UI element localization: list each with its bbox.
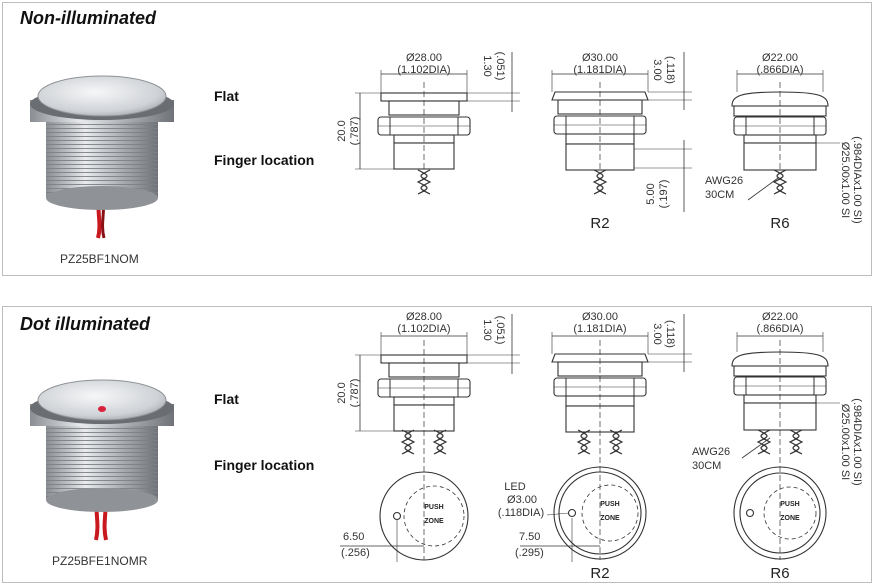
wire-gauge-label: AWG26	[705, 175, 743, 187]
r2-depth-inch: (.197)	[658, 180, 670, 209]
r6-diameter-inch: (.866DIA)	[756, 64, 803, 76]
r2-led-offset-label: 7.50	[519, 531, 540, 543]
row-label-flat-bottom: Flat	[214, 391, 239, 407]
flat-led-offset-label: 6.50	[343, 531, 364, 543]
wire-length-label: 30CM	[705, 189, 734, 201]
drawing-r2-bottom	[520, 314, 692, 562]
drawing-flat-top	[355, 52, 520, 195]
wire-length-label-bottom: 30CM	[692, 460, 721, 472]
drawing-r2-top	[551, 52, 692, 212]
variant-label-r2: R2	[590, 215, 609, 232]
r2-height-inch: (.118)	[664, 56, 676, 84]
r2-diameter-inch-bottom: (1.181DIA)	[573, 323, 626, 335]
flat-push-label: PUSH	[424, 504, 443, 511]
flat-zone-label: ZONE	[424, 518, 444, 525]
r2-diameter-label-bottom: Ø30.00	[582, 311, 618, 323]
section-title-non-illuminated: Non-illuminated	[20, 8, 156, 28]
row-label-finger-location-bottom: Finger location	[214, 457, 315, 473]
r6-diameter-label-bottom: Ø22.00	[762, 311, 798, 323]
product-code-dot-illuminated: PZ25BFE1NOMR	[52, 554, 148, 568]
wire-gauge-label-bottom: AWG26	[692, 446, 730, 458]
flat-diameter-inch-bottom: (1.102DIA)	[397, 323, 450, 335]
flat-height-inch: (.051)	[494, 52, 506, 81]
r6-zone-label: ZONE	[780, 515, 800, 522]
row-label-finger-location: Finger location	[214, 152, 315, 168]
r2-zone-label: ZONE	[600, 515, 620, 522]
drawing-r6-top	[731, 70, 840, 201]
total-height-label-bottom: 20.0	[336, 382, 348, 403]
drawing-flat-bottom	[340, 314, 520, 562]
thread-inch-bottom: (.984DIAx1.00 SI)	[851, 398, 863, 485]
r2-diameter-label: Ø30.00	[582, 52, 618, 64]
led-label: LED	[504, 481, 525, 493]
variant-label-r2-bottom: R2	[590, 565, 609, 582]
variant-label-r6: R6	[770, 215, 789, 232]
product-photo-non-illuminated	[30, 75, 174, 239]
thread-label: Ø25.00x1.00 SI	[839, 142, 851, 218]
total-height-inch-bottom: (.787)	[349, 379, 361, 408]
variant-label-r6-bottom: R6	[770, 565, 789, 582]
r6-diameter-label: Ø22.00	[762, 52, 798, 64]
total-height-label: 20.0	[336, 120, 348, 141]
led-diameter-inch: (.118DIA)	[498, 507, 544, 519]
led-dot	[98, 406, 106, 412]
r6-push-label: PUSH	[780, 501, 799, 508]
r6-diameter-inch-bottom: (.866DIA)	[756, 323, 803, 335]
product-photo-dot-illuminated	[30, 379, 174, 541]
flat-height-inch-bottom: (.051)	[494, 316, 506, 345]
r2-height-label: 3.00	[651, 59, 663, 80]
flat-height-label: 1.30	[481, 55, 493, 76]
thread-label-bottom: Ø25.00x1.00 SI	[839, 404, 851, 480]
r2-depth-label: 5.00	[645, 183, 657, 204]
flat-led-offset-inch: (.256)	[341, 547, 370, 559]
drawing-r6-bottom	[731, 332, 840, 560]
r2-height-label-bottom: 3.00	[651, 323, 663, 344]
r2-height-inch-bottom: (.118)	[664, 320, 676, 348]
total-height-inch: (.787)	[349, 117, 361, 146]
row-label-flat: Flat	[214, 88, 239, 104]
flat-height-label-bottom: 1.30	[481, 319, 493, 340]
r2-led-offset-inch: (.295)	[515, 547, 544, 559]
flat-diameter-inch: (1.102DIA)	[397, 64, 450, 76]
led-diameter-label: Ø3.00	[507, 494, 537, 506]
r2-push-label: PUSH	[600, 501, 619, 508]
section-title-dot-illuminated: Dot illuminated	[20, 314, 150, 334]
flat-diameter-label: Ø28.00	[406, 52, 442, 64]
thread-inch: (.984DIAx1.00 SI)	[851, 136, 863, 223]
r2-diameter-inch: (1.181DIA)	[573, 64, 626, 76]
flat-diameter-label-bottom: Ø28.00	[406, 311, 442, 323]
product-code-non-illuminated: PZ25BF1NOM	[60, 252, 139, 266]
